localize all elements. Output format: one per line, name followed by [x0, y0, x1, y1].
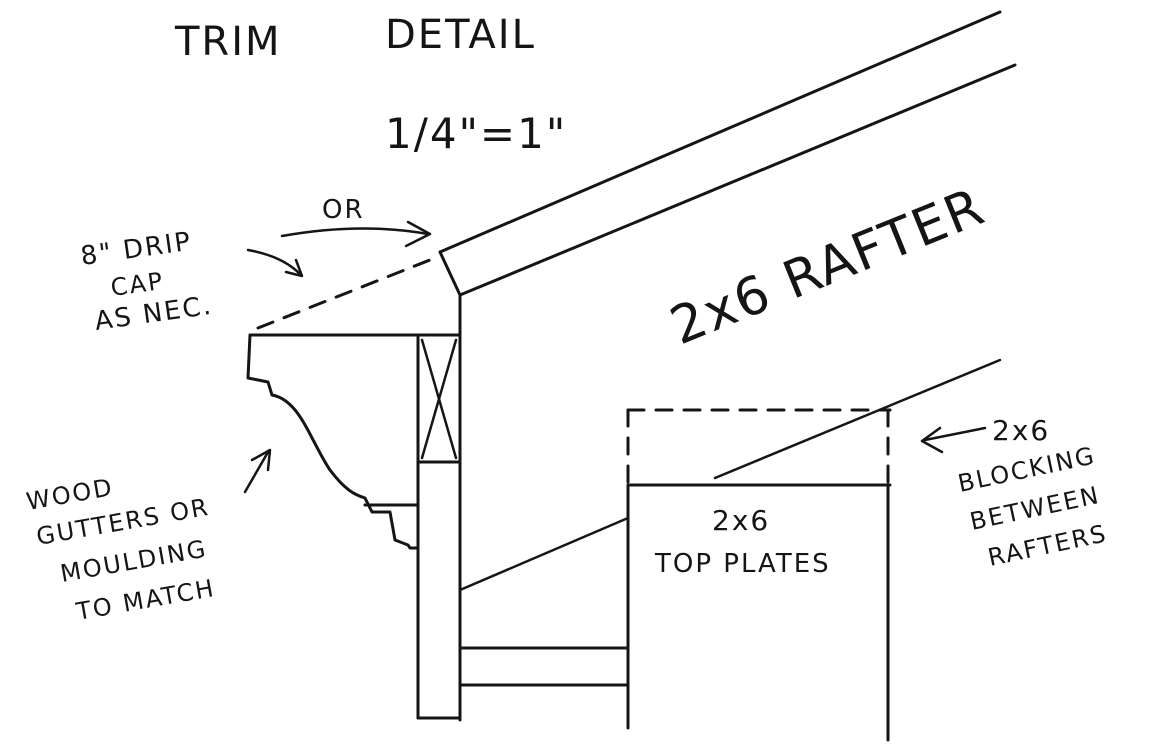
or-arrow: [280, 227, 430, 238]
blocking-arrow: [923, 426, 987, 442]
or-arrowhead: [404, 220, 432, 248]
soffit-slope-line: [458, 516, 630, 592]
lower-rafter-line: [713, 358, 1002, 480]
or-label: OR: [322, 195, 365, 225]
blocking-label-line1: 2x6: [992, 414, 1050, 447]
gutter-arrow: [243, 450, 270, 494]
drip-cap-arrowhead: [284, 258, 304, 278]
title-trim: TRIM: [174, 19, 282, 65]
rafter-label: 2x6 RAFTER: [662, 177, 993, 357]
drip-cap-line1: 8" DRIP: [79, 227, 194, 272]
blocking-dashed-outline: [626, 408, 892, 487]
drip-cap-dashed: [256, 254, 442, 330]
ceiling-joist-lines: [458, 646, 630, 687]
gutter-arrowhead: [250, 448, 272, 472]
drip-cap-arrow: [246, 248, 302, 276]
drip-cap-line2: CAP: [109, 267, 166, 302]
gutter-profile: [246, 333, 420, 550]
title-detail: DETAIL: [385, 12, 536, 58]
fascia-board: [248, 293, 462, 722]
top-plates-line2: TOP PLATES: [654, 549, 831, 579]
blocking-arrowhead: [920, 426, 944, 454]
scale-note: 1/4"=1": [385, 109, 567, 158]
top-plates-line1: 2x6: [712, 504, 770, 537]
top-plates: [626, 483, 892, 742]
gutter-label-line1: WOOD: [24, 473, 116, 516]
rafter: [438, 10, 1017, 297]
drip-cap-line3: AS NEC.: [93, 291, 215, 337]
